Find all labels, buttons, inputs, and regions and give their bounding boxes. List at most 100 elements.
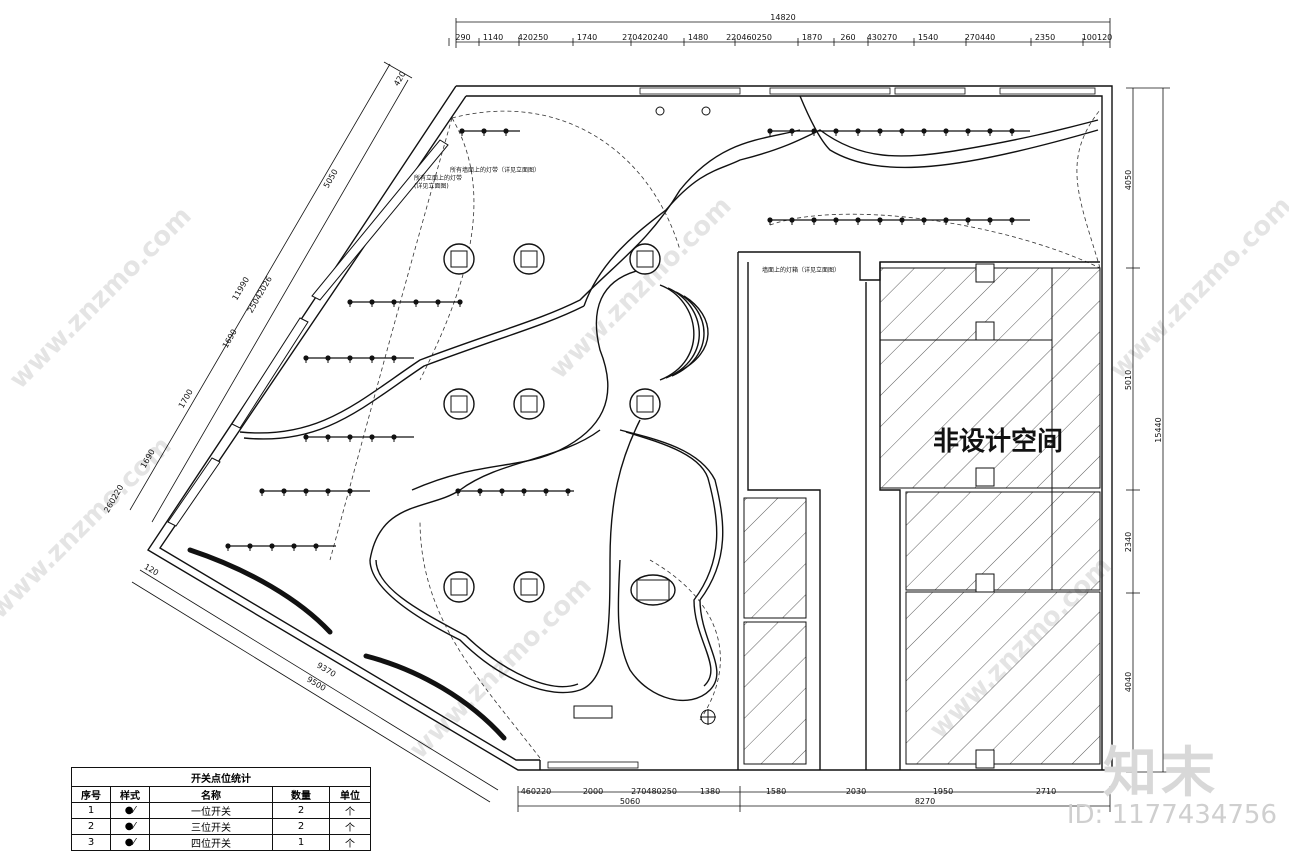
- curved-feature-walls: [187, 547, 507, 741]
- legend-header: 序号: [71, 786, 111, 803]
- watermark-text: www.znzmo.com: [1104, 191, 1289, 385]
- dim-bottom-left-total: 5060: [620, 797, 640, 806]
- legend-unit: 个: [329, 818, 371, 835]
- legend-name: 三位开关: [149, 818, 273, 835]
- arc-feature: [659, 284, 709, 381]
- bottom-left-dimension-chain: [131, 569, 499, 803]
- legend-unit: 个: [329, 802, 371, 819]
- interior-walls: [737, 251, 1100, 770]
- dim-bottom-segment: 460220: [521, 787, 552, 796]
- pendant-light-core: [450, 395, 468, 413]
- dim-bl-a: 9370: [315, 661, 337, 679]
- dim-top-segment: 270420240: [622, 33, 668, 42]
- dim-left-seg: 1700: [177, 388, 195, 410]
- legend-name: 一位开关: [149, 802, 273, 819]
- legend-header: 数量: [272, 786, 330, 803]
- legend-qty: 2: [272, 802, 330, 819]
- switch-4-icon: ●⁄: [110, 834, 150, 851]
- note-see-elevation: (详见立面图): [414, 182, 449, 190]
- dim-left-seg: 1690: [221, 328, 239, 350]
- dim-right-2: 5010: [1124, 370, 1133, 390]
- switch-1-icon: ●⁄: [110, 802, 150, 819]
- pendant-light-icon: [443, 571, 475, 603]
- table-row: 1 ●⁄ 一位开关 2 个: [71, 802, 371, 819]
- dim-top-segment: 100120: [1082, 33, 1113, 42]
- pendant-light-core: [636, 579, 670, 601]
- track-light-rows: [225, 128, 1030, 551]
- dim-top-segment: 430270: [867, 33, 898, 42]
- ceiling-curves: [239, 95, 1099, 702]
- legend-qty: 2: [272, 818, 330, 835]
- left-dimension-chain: [129, 61, 413, 523]
- pendant-light-icon: [513, 243, 545, 275]
- note-wall-lamp2: 所有立面上的灯带: [414, 174, 462, 182]
- dim-bottom-segment: 1380: [700, 787, 720, 796]
- legend-no: 3: [71, 834, 111, 851]
- legend-header: 单位: [329, 786, 371, 803]
- dim-top-segment: 1140: [483, 33, 503, 42]
- watermark-id: ID: 1177434756: [1066, 800, 1277, 830]
- legend-no: 1: [71, 802, 111, 819]
- right-dimension-chain: [1126, 87, 1170, 773]
- watermark-text: www.znzmo.com: [4, 201, 198, 395]
- dim-top-segment: 1540: [918, 33, 938, 42]
- dim-top-segment: 1480: [688, 33, 708, 42]
- dim-top-segment: 270440: [965, 33, 996, 42]
- table-row: 3 ●⁄ 四位开关 1 个: [71, 834, 371, 851]
- pendant-light-core: [636, 395, 654, 413]
- dim-right-total: 15440: [1154, 417, 1163, 442]
- non-design-hatch: [743, 263, 1101, 769]
- dim-bottom-segment: 2030: [846, 787, 866, 796]
- dim-left-upper: 5050: [322, 168, 340, 190]
- pendant-light-icon: [513, 388, 545, 420]
- dim-right-3: 2340: [1124, 532, 1133, 552]
- pendant-light-core: [520, 578, 538, 596]
- pendant-lights: [443, 243, 676, 606]
- watermark-text: www.znzmo.com: [544, 191, 738, 385]
- outer-walls: [147, 85, 1113, 771]
- note-wall-strip: 墙面上的灯箱（详见立面图）: [762, 266, 840, 274]
- dim-top-segment: 420250: [518, 33, 549, 42]
- pendant-light-core: [450, 578, 468, 596]
- dim-bottom-right-total: 8270: [915, 797, 935, 806]
- top-dimension-chain: [455, 18, 1111, 48]
- legend-title: 开关点位统计: [71, 767, 371, 787]
- watermark-brand: 知末: [1103, 741, 1219, 804]
- top-windows: [547, 87, 1096, 769]
- switch-legend-table: 开关点位统计 序号 样式 名称 数量 单位 1 ●⁄ 一位开关 2 个 2 ●⁄…: [71, 767, 371, 851]
- pendant-light-core: [520, 395, 538, 413]
- left-windows: [167, 139, 449, 527]
- pendant-light-core: [450, 250, 468, 268]
- legend-unit: 个: [329, 834, 371, 851]
- dim-top-segment: 2350: [1035, 33, 1055, 42]
- pendant-light-icon: [443, 388, 475, 420]
- dim-right-1: 4050: [1124, 170, 1133, 190]
- dim-bl-small: 120: [142, 562, 160, 578]
- pendant-light-icon: [443, 243, 475, 275]
- note-wall-lamp: 所有墙面上的灯带（详见立面图）: [450, 166, 540, 174]
- legend-header: 名称: [149, 786, 273, 803]
- dim-bottom-segment: 1950: [933, 787, 953, 796]
- dim-top-segment: 1870: [802, 33, 822, 42]
- dim-right-4: 4040: [1124, 672, 1133, 692]
- legend-name: 四位开关: [149, 834, 273, 851]
- dim-top-segment: 220460250: [726, 33, 772, 42]
- legend-header: 样式: [110, 786, 150, 803]
- legend-no: 2: [71, 818, 111, 835]
- dim-left-total: 11990: [231, 275, 252, 302]
- table-row: 2 ●⁄ 三位开关 2 个: [71, 818, 371, 835]
- switch-3-icon: ●⁄: [110, 818, 150, 835]
- pendant-light-icon: [629, 388, 661, 420]
- pendant-light-core: [636, 250, 654, 268]
- switch-symbols: [573, 106, 716, 725]
- pendant-light-core: [520, 250, 538, 268]
- pendant-light-icon: [513, 571, 545, 603]
- dim-top-segment: 260: [840, 33, 855, 42]
- dim-bottom-segment: 2000: [583, 787, 603, 796]
- pendant-light-icon: [630, 574, 676, 606]
- dim-top-segment: 1740: [577, 33, 597, 42]
- dim-bottom-segment: 2710: [1036, 787, 1056, 796]
- non-design-label: 非设计空间: [933, 426, 1063, 457]
